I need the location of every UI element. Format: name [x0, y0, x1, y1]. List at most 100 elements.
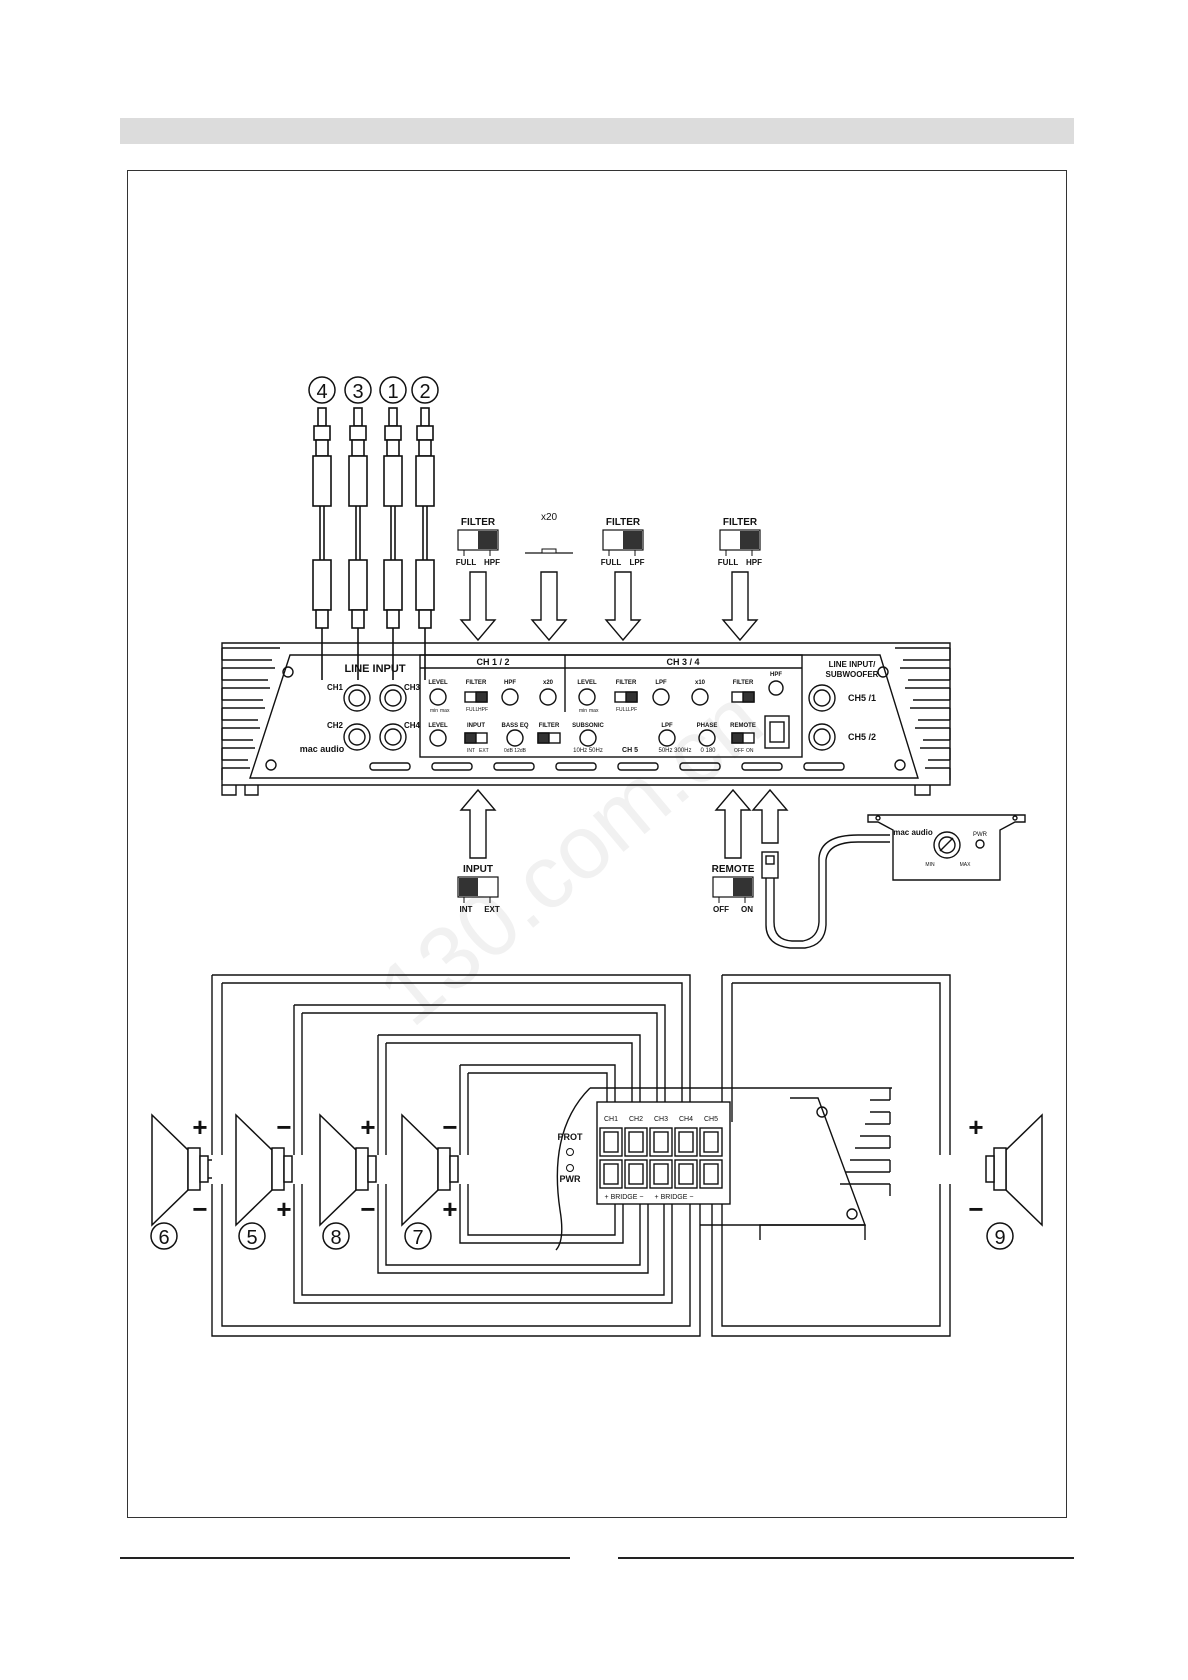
remote-min-label: MIN — [925, 862, 935, 868]
svg-text:HPF: HPF — [504, 680, 516, 686]
svg-text:FILTER: FILTER — [616, 680, 637, 686]
svg-text:+ BRIDGE −: + BRIDGE − — [655, 1194, 694, 1201]
svg-text:FULL: FULL — [466, 707, 478, 713]
svg-text:SUBWOOFER: SUBWOOFER — [826, 670, 879, 679]
svg-text:+: + — [968, 1112, 983, 1142]
speaker-8 — [319, 1113, 377, 1227]
svg-text:FILTER: FILTER — [539, 723, 560, 729]
speaker-6 — [151, 1113, 212, 1227]
footer-line-left — [120, 1557, 570, 1559]
svg-text:FULL: FULL — [456, 558, 477, 567]
rca-jacks — [343, 684, 836, 751]
remote-max-label: MAX — [960, 862, 972, 868]
control-knobs — [429, 680, 784, 747]
svg-text:PROT: PROT — [557, 1132, 583, 1142]
svg-text:max: max — [440, 708, 450, 714]
svg-text:+: + — [192, 1112, 207, 1142]
speakers — [151, 1113, 1043, 1227]
amp-brand-logo: mac audio — [300, 744, 345, 754]
svg-text:0dB 12dB: 0dB 12dB — [504, 748, 527, 754]
svg-text:x10: x10 — [695, 680, 706, 686]
svg-text:+: + — [360, 1112, 375, 1142]
terminal-labels: CH1 CH2 CH3 CH4 CH5 + BRIDGE − + BRIDGE … — [604, 1116, 718, 1201]
amp-labels: LINE INPUT CH1 CH3 CH2 CH4 CH 1 / 2 CH 3… — [300, 657, 879, 754]
svg-text:+: + — [442, 1194, 457, 1224]
svg-text:−: − — [968, 1194, 983, 1224]
svg-text:−: − — [276, 1112, 291, 1142]
footer-line-right — [618, 1557, 1074, 1559]
speaker-number-6: 6 — [158, 1227, 169, 1249]
svg-text:FILTER: FILTER — [606, 517, 641, 528]
rca-number-3: 3 — [352, 381, 363, 403]
svg-text:REMOTE: REMOTE — [730, 723, 756, 729]
input-switch-callout: INPUT INT EXT — [457, 864, 500, 914]
svg-text:CH5 /2: CH5 /2 — [848, 732, 876, 742]
heatsink-fins-right — [895, 647, 951, 780]
rca-number-4: 4 — [316, 381, 327, 403]
rca-cables — [312, 407, 435, 680]
speaker-number-7: 7 — [412, 1227, 423, 1249]
svg-text:CH5: CH5 — [704, 1116, 718, 1123]
svg-text:INPUT: INPUT — [467, 723, 485, 729]
svg-text:LPF: LPF — [655, 680, 667, 686]
svg-text:10Hz 50Hz: 10Hz 50Hz — [573, 748, 603, 754]
svg-text:−: − — [442, 1112, 457, 1142]
svg-text:x20: x20 — [541, 512, 558, 523]
svg-text:EXT: EXT — [484, 905, 500, 914]
remote-brand-logo: mac audio — [893, 828, 933, 837]
remote-control-box — [867, 814, 1026, 881]
svg-text:LINE INPUT: LINE INPUT — [344, 663, 405, 675]
speaker-7 — [401, 1113, 459, 1227]
svg-text:CH4: CH4 — [679, 1116, 693, 1123]
svg-text:−: − — [360, 1194, 375, 1224]
prot-pwr-leds: PROT PWR — [557, 1132, 583, 1184]
svg-text:OFF: OFF — [734, 748, 744, 754]
rca-cable-1 — [383, 407, 403, 680]
x20-callout: x20 — [525, 512, 573, 554]
filter-switch-callout-2: FILTER FULL LPF — [601, 517, 645, 567]
svg-text:PHASE: PHASE — [697, 723, 718, 729]
svg-text:HPF: HPF — [484, 558, 500, 567]
svg-text:LEVEL: LEVEL — [577, 680, 597, 686]
svg-text:CH5 /1: CH5 /1 — [848, 693, 876, 703]
svg-text:LPF: LPF — [629, 558, 644, 567]
watermark: 130.com.cn — [360, 669, 781, 1045]
svg-text:PWR: PWR — [560, 1174, 581, 1184]
rca-cable-4 — [312, 407, 332, 680]
svg-text:CH 5: CH 5 — [622, 747, 638, 754]
svg-text:INT: INT — [460, 905, 473, 914]
rca-cable-2 — [415, 407, 435, 680]
speaker-9 — [985, 1113, 1043, 1227]
remote-cable — [761, 834, 890, 949]
svg-text:REMOTE: REMOTE — [712, 864, 755, 875]
svg-text:LEVEL: LEVEL — [428, 723, 448, 729]
down-arrows — [459, 571, 759, 642]
diagram-frame — [127, 170, 1067, 1518]
svg-text:BASS EQ: BASS EQ — [501, 723, 528, 729]
speaker-number-9: 9 — [994, 1227, 1005, 1249]
amplifier — [221, 642, 951, 796]
svg-text:+ BRIDGE −: + BRIDGE − — [605, 1194, 644, 1201]
svg-text:ON: ON — [746, 748, 754, 754]
svg-text:max: max — [589, 708, 599, 714]
svg-text:HPF: HPF — [770, 672, 782, 678]
svg-text:0 180: 0 180 — [700, 748, 716, 754]
svg-text:OFF: OFF — [713, 905, 729, 914]
remote-switch-callout: REMOTE OFF ON — [712, 864, 755, 914]
rca-number-2: 2 — [419, 381, 430, 403]
svg-text:FULL: FULL — [601, 558, 622, 567]
svg-text:FULL: FULL — [616, 707, 628, 713]
svg-text:LEVEL: LEVEL — [428, 680, 448, 686]
svg-text:ON: ON — [741, 905, 753, 914]
svg-text:CH2: CH2 — [629, 1116, 643, 1123]
rca-cable-3 — [348, 407, 368, 680]
speaker-5 — [235, 1113, 293, 1227]
svg-text:HPF: HPF — [478, 707, 488, 713]
speaker-number-5: 5 — [246, 1227, 257, 1249]
header-bar — [120, 118, 1074, 144]
up-arrows — [459, 788, 789, 859]
polarity-labels: + − − + + − − + + − — [192, 1112, 983, 1224]
svg-text:min: min — [579, 708, 587, 714]
svg-text:HPF: HPF — [746, 558, 762, 567]
